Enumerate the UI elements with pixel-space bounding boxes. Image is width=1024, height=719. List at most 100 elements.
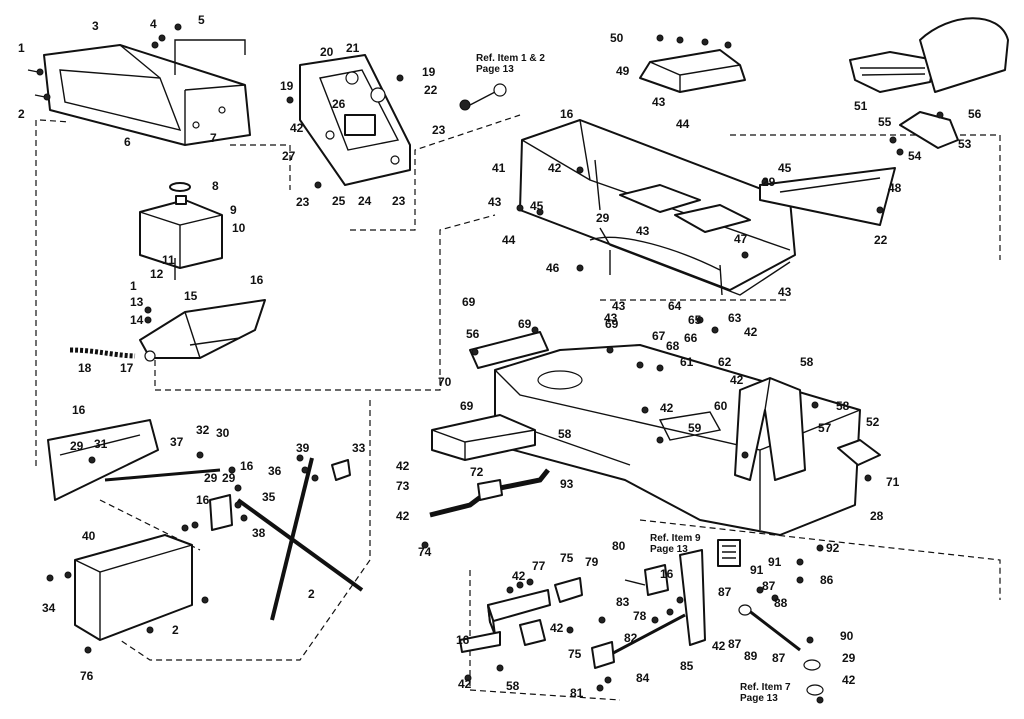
callout-80: 80 — [612, 539, 626, 553]
support-28 — [47, 419, 159, 501]
tie-rod-40 — [270, 457, 314, 621]
reference-notes: Ref. Item 1 & 2 Page 13 Ref. Item 9 Page… — [476, 53, 791, 704]
bracket-33 — [74, 534, 193, 641]
callout-31: 31 — [94, 437, 108, 451]
callout-92: 92 — [826, 541, 840, 555]
callout-42: 42 — [396, 509, 410, 523]
callout-21: 21 — [346, 41, 360, 55]
rear-plate — [759, 167, 896, 226]
callout-58: 58 — [558, 427, 572, 441]
ref-items-1-2-line2: Page 13 — [476, 64, 514, 75]
callout-46: 46 — [546, 261, 560, 275]
callout-23: 23 — [392, 194, 406, 208]
callout-69: 69 — [460, 399, 474, 413]
callout-91: 91 — [768, 555, 782, 569]
callout-43: 43 — [488, 195, 502, 209]
callout-72: 72 — [470, 465, 484, 479]
callout-2: 2 — [308, 587, 315, 601]
callout-36: 36 — [268, 464, 282, 478]
tube-73 — [429, 468, 550, 518]
brace-35 — [209, 494, 233, 531]
callout-34: 34 — [42, 601, 56, 615]
callout-56: 56 — [466, 327, 480, 341]
callout-52: 52 — [866, 415, 880, 429]
callout-55: 55 — [878, 115, 892, 129]
callout-33: 33 — [352, 441, 366, 455]
fender-body — [519, 119, 796, 296]
callout-60: 60 — [714, 399, 728, 413]
callout-75: 75 — [568, 647, 582, 661]
bracket-57 — [837, 439, 881, 466]
callout-91: 91 — [750, 563, 764, 577]
callout-56: 56 — [968, 107, 982, 121]
callout-42: 42 — [512, 569, 526, 583]
callout-29: 29 — [842, 651, 856, 665]
callout-29: 29 — [762, 175, 776, 189]
fuel-hose — [69, 347, 136, 359]
callout-68: 68 — [666, 339, 680, 353]
callout-16: 16 — [660, 567, 674, 581]
instrument-panel — [299, 54, 411, 186]
callout-44: 44 — [502, 233, 516, 247]
rod-82 — [599, 613, 686, 662]
ref-items-1-2-line1: Ref. Item 1 & 2 — [476, 53, 545, 64]
callout-8: 8 — [212, 179, 219, 193]
callout-20: 20 — [320, 45, 334, 59]
callout-58: 58 — [836, 399, 850, 413]
callout-61: 61 — [680, 355, 694, 369]
callout-81: 81 — [570, 686, 584, 700]
callout-43: 43 — [636, 224, 650, 238]
callout-89: 89 — [744, 649, 758, 663]
callout-42: 42 — [712, 639, 726, 653]
callout-19: 19 — [422, 65, 436, 79]
callout-28: 28 — [870, 509, 884, 523]
callout-67: 67 — [652, 329, 666, 343]
callout-54: 54 — [908, 149, 922, 163]
callout-63: 63 — [728, 311, 742, 325]
callout-4: 4 — [150, 17, 157, 31]
ref-item-7-line1: Ref. Item 7 — [740, 682, 791, 693]
callout-12: 12 — [150, 267, 164, 281]
callout-1: 1 — [130, 279, 137, 293]
callout-43: 43 — [778, 285, 792, 299]
callout-37: 37 — [170, 435, 184, 449]
callout-26: 26 — [332, 97, 346, 111]
callout-71: 71 — [886, 475, 900, 489]
callout-79: 79 — [585, 555, 599, 569]
callout-73: 73 — [396, 479, 410, 493]
callout-24: 24 — [358, 194, 372, 208]
callout-69: 69 — [518, 317, 532, 331]
callout-29: 29 — [222, 471, 236, 485]
callout-42: 42 — [842, 673, 856, 687]
main-frame — [494, 344, 861, 536]
callout-19: 19 — [280, 79, 294, 93]
callout-16: 16 — [72, 403, 86, 417]
callout-18: 18 — [78, 361, 92, 375]
callout-38: 38 — [252, 526, 266, 540]
callout-86: 86 — [820, 573, 834, 587]
arm-81 — [591, 641, 615, 669]
callout-16: 16 — [196, 493, 210, 507]
callout-70: 70 — [438, 375, 452, 389]
callout-25: 25 — [332, 194, 346, 208]
callout-42: 42 — [660, 401, 674, 415]
callout-30: 30 — [216, 426, 230, 440]
callout-16: 16 — [250, 273, 264, 287]
callout-42: 42 — [730, 373, 744, 387]
callout-5: 5 — [198, 13, 205, 27]
callout-42: 42 — [290, 121, 304, 135]
ref-item-7-line2: Page 13 — [740, 693, 778, 704]
callout-43: 43 — [652, 95, 666, 109]
callout-16: 16 — [240, 459, 254, 473]
callout-58: 58 — [800, 355, 814, 369]
callout-14: 14 — [130, 313, 144, 327]
callout-87: 87 — [718, 585, 732, 599]
rod-89 — [747, 608, 801, 652]
callout-59: 59 — [688, 421, 702, 435]
callout-11: 11 — [162, 253, 175, 267]
callout-43: 43 — [612, 299, 626, 313]
bracket-77 — [554, 577, 583, 603]
callout-48: 48 — [888, 181, 902, 195]
